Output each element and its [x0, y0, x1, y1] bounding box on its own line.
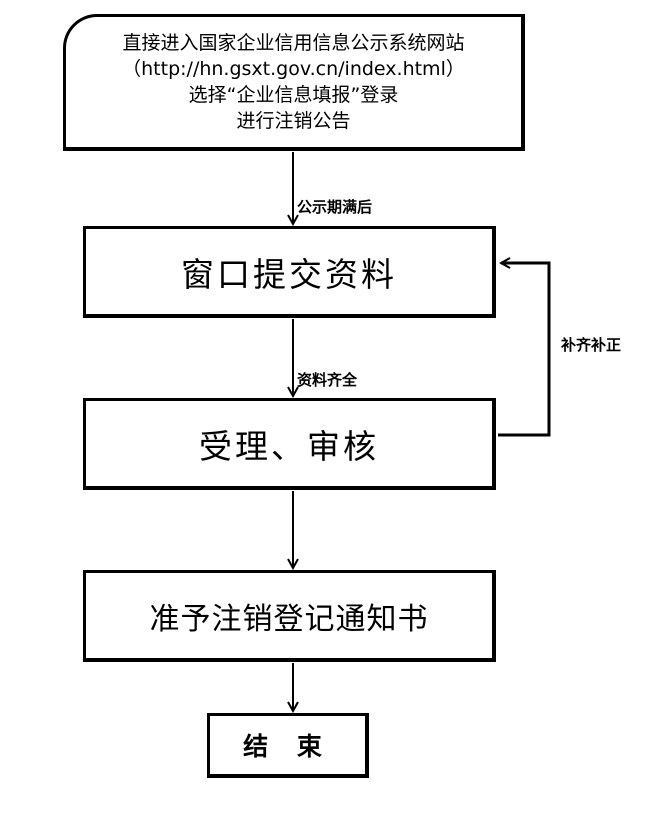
edge-label-after-publicity: 公示期满后 — [297, 198, 373, 216]
step-box-approval-notice: 准予注销登记通知书 — [83, 570, 496, 662]
step-label-submit: 窗口提交资料 — [181, 254, 397, 294]
edge-label-supplement: 补齐补正 — [561, 336, 622, 354]
step-box-review: 受理、审核 — [83, 398, 496, 490]
arrow-loop-supplement — [498, 263, 551, 437]
step-box-submit-materials: 窗口提交资料 — [83, 226, 496, 318]
start-line-3: 选择“企业信息填报”登录 — [188, 84, 399, 106]
step-label-notice: 准予注销登记通知书 — [149, 601, 429, 637]
end-label: 结 束 — [243, 732, 332, 761]
start-line-2-url: （http://hn.gsxt.gov.cn/index.html） — [122, 58, 465, 80]
edge-label-materials-complete: 资料齐全 — [297, 371, 358, 389]
end-box: 结 束 — [207, 713, 369, 778]
step-label-review: 受理、审核 — [199, 426, 379, 466]
start-box-online-announcement: 直接进入国家企业信用信息公示系统网站 （http://hn.gsxt.gov.c… — [63, 14, 525, 151]
start-line-1: 直接进入国家企业信用信息公示系统网站 — [122, 32, 465, 54]
start-line-4: 进行注销公告 — [236, 110, 351, 132]
